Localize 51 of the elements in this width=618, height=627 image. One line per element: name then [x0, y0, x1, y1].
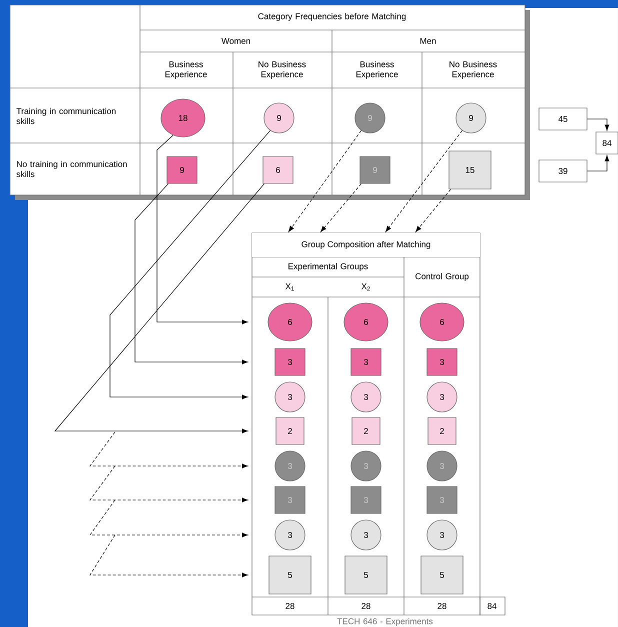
count-square: 3 — [426, 348, 458, 376]
count-square: 5 — [268, 556, 312, 594]
table-heading: Group Composition after Matching — [252, 233, 480, 257]
count-square: 2 — [428, 417, 456, 445]
row-label: No training in communication skills — [16, 160, 127, 178]
number-box: 84 — [596, 132, 618, 154]
column-header: X$_{2}$ — [361, 283, 370, 291]
column-header: Business Experience — [356, 61, 398, 79]
arrow — [587, 155, 610, 172]
total-cell: 28 — [438, 603, 446, 609]
count-square: 2 — [352, 417, 380, 445]
count-square: 6 — [262, 156, 294, 184]
total-cell: 84 — [488, 603, 496, 609]
count-square: 3 — [426, 486, 458, 514]
column-header: No Business Experience — [258, 61, 306, 79]
arrow — [156, 134, 248, 324]
column-header: Men — [420, 38, 436, 44]
column-header: Control Group — [416, 273, 469, 281]
dashed-arrow — [89, 466, 248, 502]
arrow — [134, 184, 248, 364]
number-box: 45 — [538, 108, 588, 130]
dashed-arrow — [320, 184, 362, 232]
count-square: 9 — [166, 156, 198, 184]
count-square: 5 — [420, 556, 464, 594]
arrow — [54, 184, 264, 434]
dashed-arrow — [89, 534, 248, 578]
total-cell: 28 — [286, 603, 294, 609]
column-header: Women — [221, 38, 250, 44]
dashed-arrow — [385, 130, 463, 232]
column-header: X$_{1}$ — [285, 283, 294, 291]
count-square: 5 — [344, 556, 388, 594]
number-box: 39 — [538, 160, 588, 182]
dashed-arrow — [89, 500, 248, 538]
count-square: 15 — [448, 150, 492, 190]
count-square: 2 — [276, 417, 304, 445]
arrow — [587, 118, 610, 131]
count-square: 9 — [360, 156, 390, 184]
count-square: 3 — [274, 348, 306, 376]
dashed-arrow — [288, 130, 362, 232]
count-square: 3 — [274, 486, 306, 514]
column-header: Business Experience — [165, 61, 207, 79]
table-heading: Category Frequencies before Matching — [258, 13, 406, 21]
count-square: 3 — [350, 348, 382, 376]
column-header: No Business Experience — [450, 61, 497, 79]
dashed-arrow — [89, 432, 248, 468]
dashed-arrow — [416, 189, 451, 232]
count-square: 3 — [350, 486, 382, 514]
footer-text: TECH 646 - Experiments — [337, 618, 433, 626]
row-label: Training in communication skills — [16, 108, 116, 124]
total-cell: 28 — [362, 603, 370, 609]
arrow — [110, 130, 271, 400]
